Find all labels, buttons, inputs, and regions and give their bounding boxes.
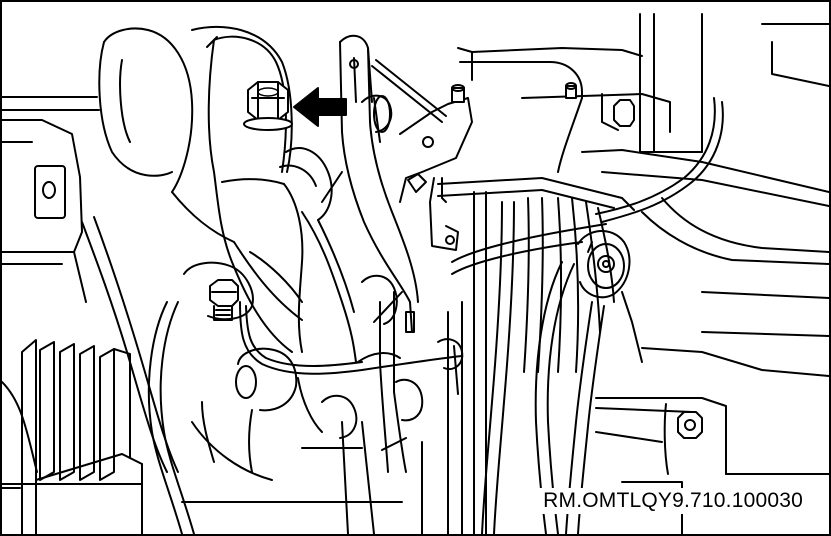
mount-housing <box>2 25 293 243</box>
drive-belt-assembly <box>437 177 635 534</box>
top-bracket <box>399 84 473 251</box>
lower-clip <box>191 347 358 481</box>
bottom-panels <box>2 421 683 534</box>
right-housing <box>457 13 829 265</box>
arrow-left-icon <box>293 87 347 127</box>
idler-pulley <box>577 230 631 299</box>
lever-knob <box>361 59 447 143</box>
right-cables <box>534 97 724 534</box>
center-linkage <box>321 34 424 473</box>
mounting-arm <box>207 35 304 353</box>
ground-wire <box>239 301 463 375</box>
hex-nut-icon <box>243 81 293 131</box>
lower-left-grille <box>2 339 143 534</box>
lower-right-bracket <box>595 291 829 475</box>
ground-bolt <box>183 261 254 321</box>
diagonal-rod <box>357 291 464 395</box>
figure-reference-code: RM.OMTLQY9.710.100030 <box>539 488 807 514</box>
left-cables <box>2 216 195 534</box>
bushing-link <box>279 147 357 363</box>
left-bracket-plate <box>2 119 87 303</box>
